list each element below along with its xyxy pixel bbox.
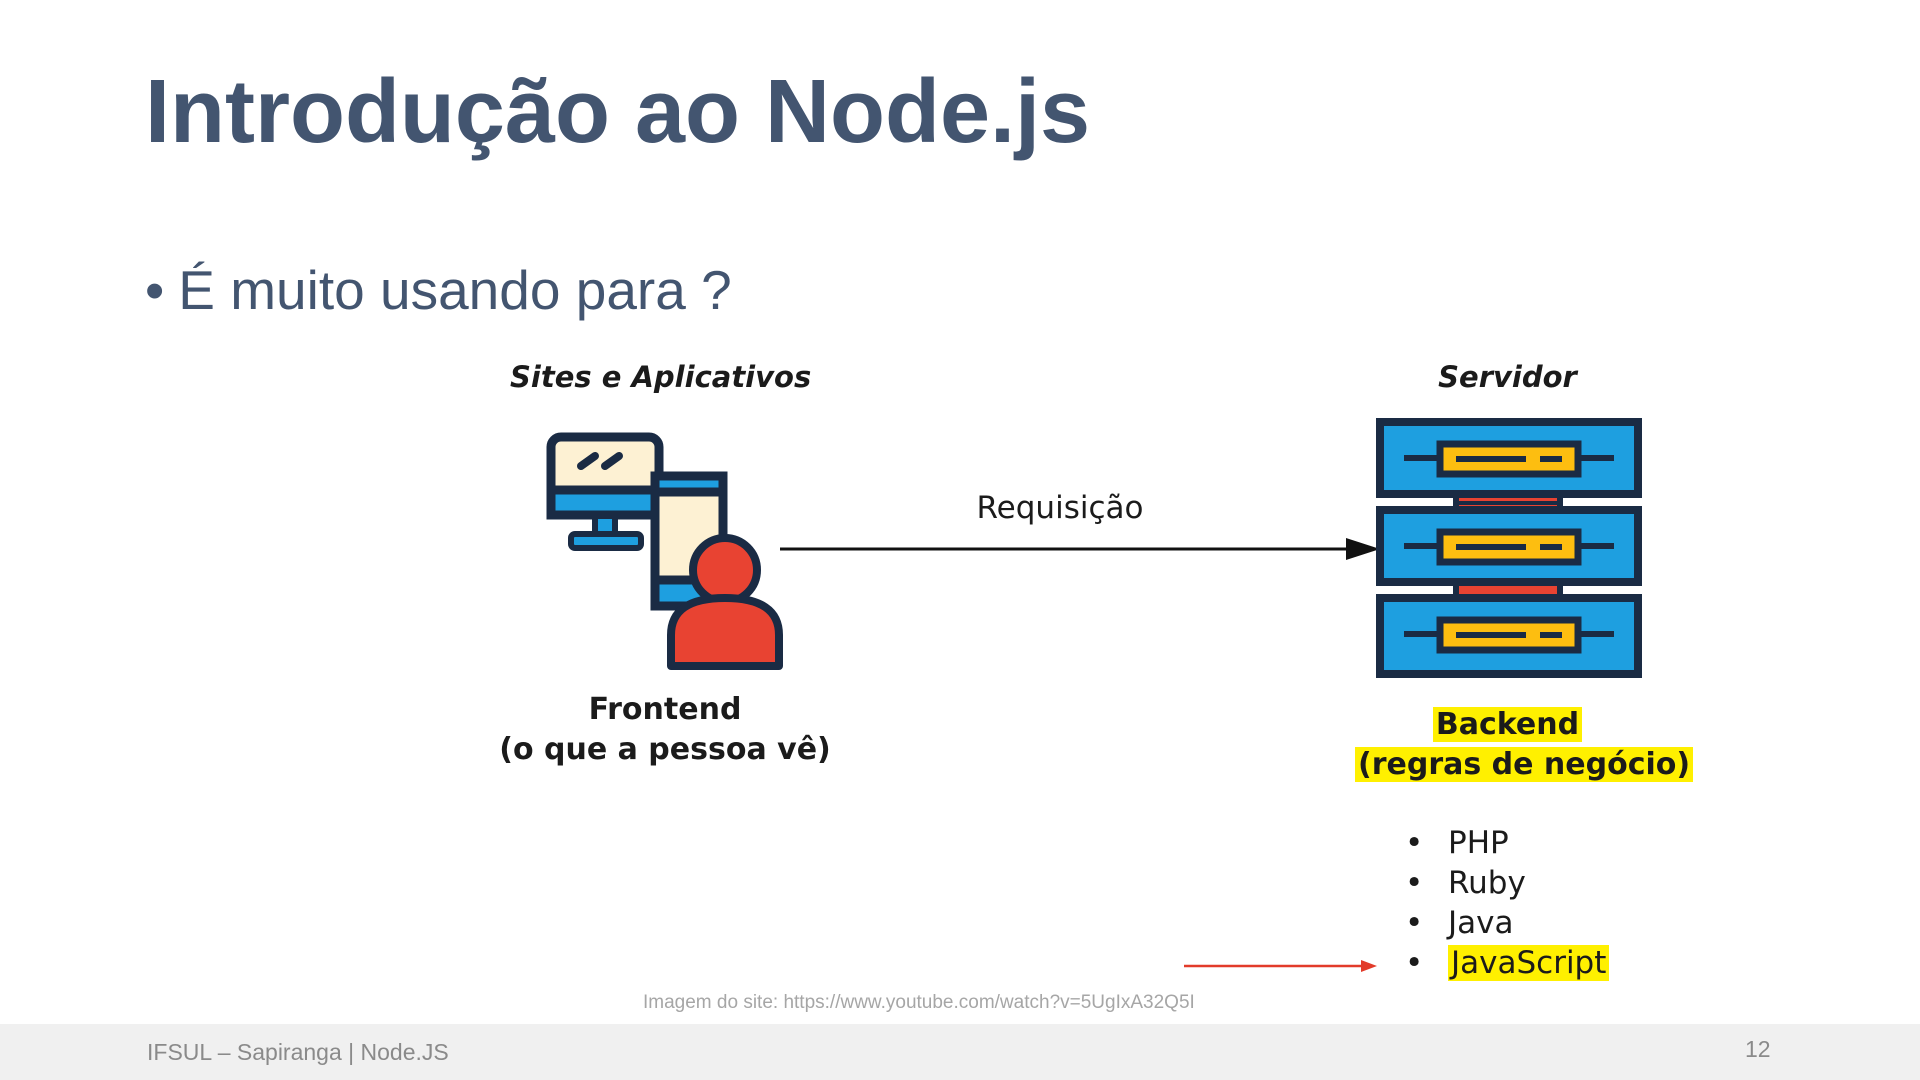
bullet-text: É muito usando para ? xyxy=(178,259,732,321)
frontend-subtitle: (o que a pessoa vê) xyxy=(499,732,831,767)
language-java: Java xyxy=(1448,905,1514,941)
list-item: • JavaScript xyxy=(1405,943,1610,983)
language-javascript-highlighted: JavaScript xyxy=(1448,945,1610,981)
language-php: PHP xyxy=(1448,825,1509,861)
footer-text: IFSUL – Sapiranga | Node.JS xyxy=(147,1039,449,1065)
backend-label: Backend (regras de negócio) xyxy=(1355,705,1694,785)
list-item: • Ruby xyxy=(1405,863,1609,903)
bullet-marker: • xyxy=(145,259,165,321)
bullet-question: •É muito usando para ? xyxy=(145,258,732,322)
list-bullet: • xyxy=(1405,905,1424,941)
list-item: • PHP xyxy=(1405,823,1609,863)
page-number: 12 xyxy=(1745,1036,1771,1062)
backend-title: Backend xyxy=(1432,707,1583,742)
list-bullet: • xyxy=(1405,945,1424,981)
red-arrow-icon xyxy=(1184,960,1377,972)
backend-subtitle: (regras de negócio) xyxy=(1355,747,1694,782)
server-rack-icon xyxy=(1376,418,1642,678)
language-ruby: Ruby xyxy=(1448,865,1526,901)
slide-title: Introdução ao Node.js xyxy=(145,62,1091,162)
backend-language-list: • PHP • Ruby • Java • JavaScript xyxy=(1405,823,1610,983)
request-label: Requisição xyxy=(976,490,1144,526)
list-item: • Java xyxy=(1405,903,1609,943)
client-heading: Sites e Aplicativos xyxy=(510,360,812,394)
footer: IFSUL – Sapiranga | Node.JS 12 xyxy=(0,1024,1920,1080)
list-bullet: • xyxy=(1405,865,1424,901)
list-bullet: • xyxy=(1405,825,1424,861)
monitor-phone-person-icon xyxy=(546,432,783,670)
request-arrow xyxy=(780,538,1380,560)
server-heading: Servidor xyxy=(1438,360,1577,394)
frontend-label: Frontend (o que a pessoa vê) xyxy=(495,690,835,770)
image-credit: Imagem do site: https://www.youtube.com/… xyxy=(643,992,1195,1013)
frontend-title: Frontend xyxy=(588,692,742,727)
